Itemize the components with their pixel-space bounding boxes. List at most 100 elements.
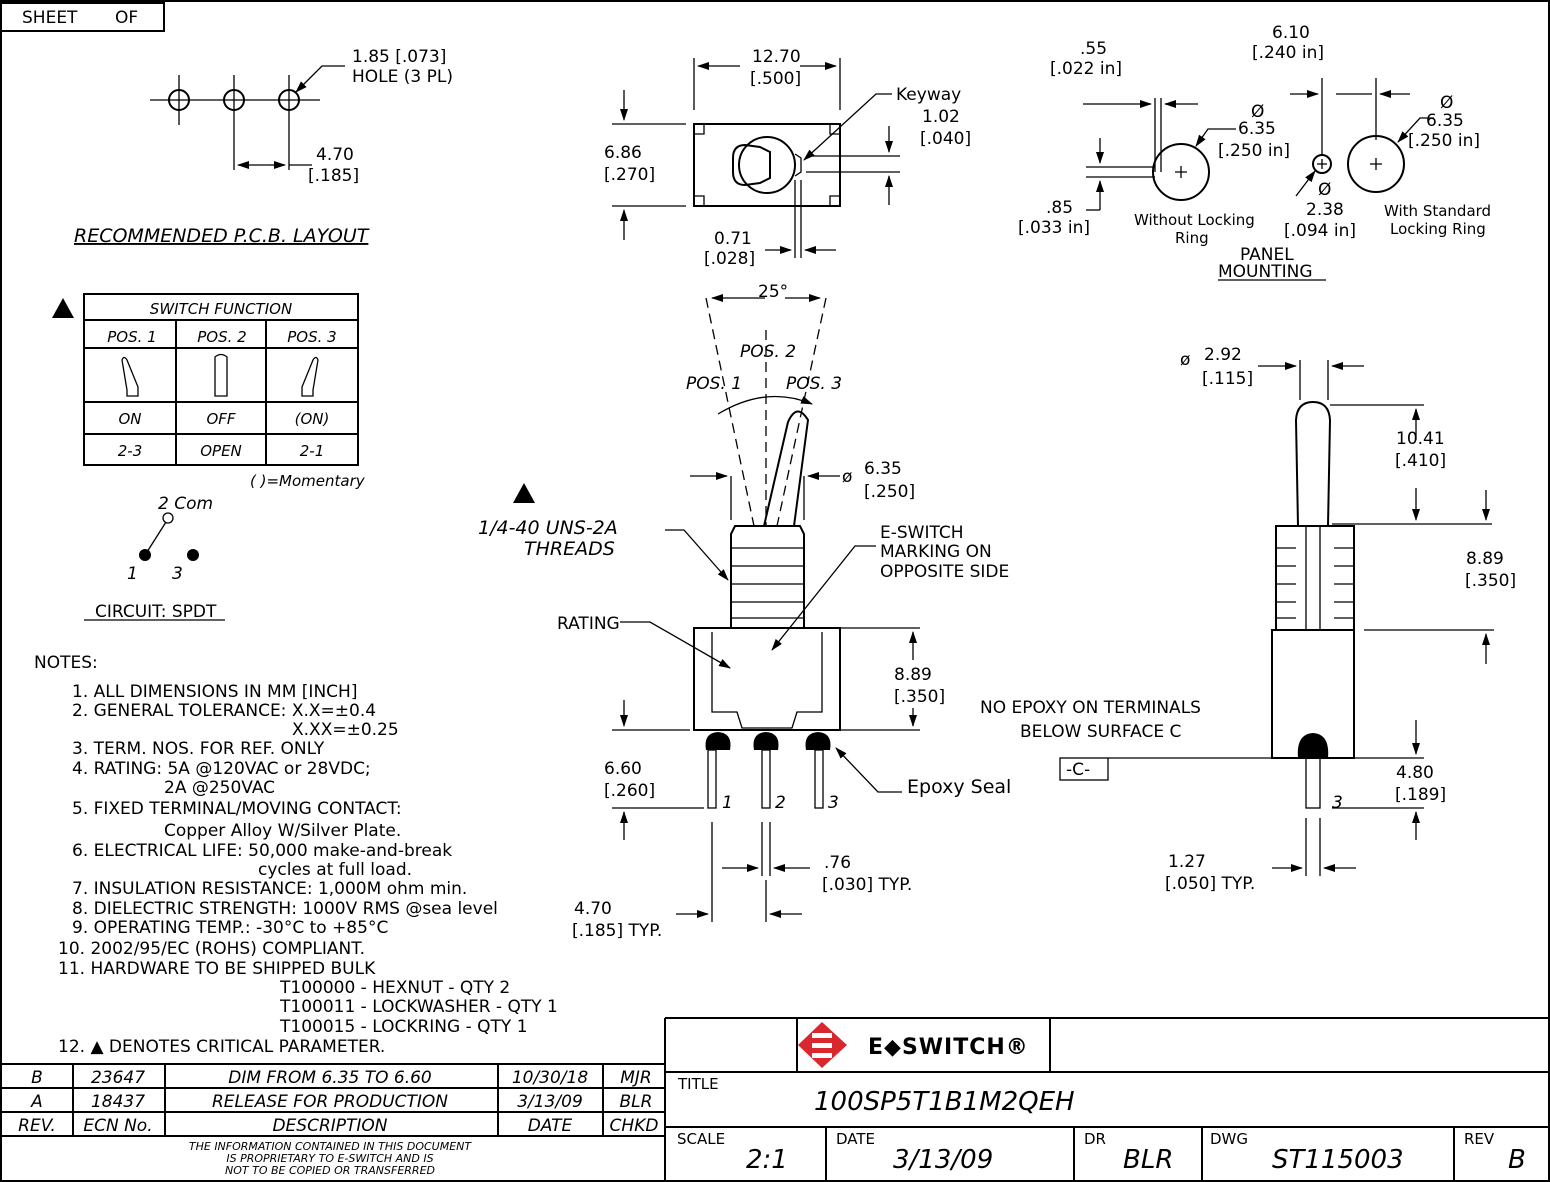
- note-line: 2. GENERAL TOLERANCE: X.X=±0.4: [72, 701, 376, 721]
- circuit-t3: 3: [172, 564, 183, 584]
- chkd-b: MJR: [620, 1068, 652, 1088]
- rev-header: REV.: [18, 1116, 56, 1136]
- panel-d2-in: [.240 in]: [1252, 43, 1324, 63]
- keyway-dim-in: [.040]: [920, 129, 971, 149]
- desc-a: RELEASE FOR PRODUCTION: [212, 1092, 448, 1112]
- scale-value: 2:1: [746, 1145, 788, 1175]
- chkd-a: BLR: [620, 1092, 653, 1112]
- dwg-value: ST115003: [1272, 1145, 1404, 1175]
- part-number: 100SP5T1B1M2QEH: [814, 1087, 1075, 1117]
- side-term-num: 3: [1332, 793, 1343, 813]
- pcb-hole: [168, 89, 190, 111]
- note-line: Copper Alloy W/Silver Plate.: [164, 821, 401, 841]
- critical-triangle-icon: [52, 298, 74, 318]
- sheet-of: OF: [115, 8, 138, 28]
- panel-without-2: Ring: [1175, 229, 1209, 247]
- sheet-label: SHEET: [22, 8, 78, 28]
- pcb-pitch-in: [.185]: [308, 166, 359, 186]
- notes: NOTES: 1. ALL DIMENSIONS IN MM [INCH] 2.…: [34, 653, 558, 1057]
- circuit-diagram: 2 Com 1 3 CIRCUIT: SPDT: [84, 494, 225, 622]
- top-width-in: [.500]: [750, 69, 801, 89]
- marking-1: E-SWITCH: [880, 523, 964, 543]
- critical-triangle-icon: [513, 483, 535, 503]
- pos2-label: POS. 2: [740, 342, 796, 362]
- keyway-label: Keyway: [896, 85, 961, 105]
- pcb-hole: [223, 89, 245, 111]
- rev-a: A: [30, 1092, 43, 1112]
- panel-d2: 6.10: [1272, 23, 1310, 43]
- switch-function-table: SWITCH FUNCTION POS. 1 POS. 2 POS. 3 ON …: [52, 293, 366, 490]
- side-term-len-in: [.189]: [1395, 785, 1446, 805]
- side-bushing-in: [.350]: [1465, 571, 1516, 591]
- sf-footnote: ( )=Momentary: [250, 472, 366, 490]
- hole-note: HOLE (3 PL): [352, 67, 453, 87]
- hole-dim: 1.85 [.073]: [352, 47, 446, 67]
- rev-label: REV: [1464, 1130, 1495, 1148]
- marking-3: OPPOSITE SIDE: [880, 562, 1009, 582]
- top-offset: 0.71: [714, 229, 752, 249]
- sf-state1: ON: [118, 410, 141, 428]
- pcb-layout: 1.85 [.073] HOLE (3 PL) 4.70 [.185] RECO…: [74, 47, 453, 247]
- term-width-in: [.030] TYP.: [822, 875, 912, 895]
- panel-title-1: PANEL: [1240, 245, 1294, 265]
- desc-header: DESCRIPTION: [272, 1116, 387, 1136]
- note-line: 12. ▲ DENOTES CRITICAL PARAMETER.: [58, 1037, 385, 1057]
- date-header: DATE: [528, 1116, 573, 1136]
- note-line: 8. DIELECTRIC STRENGTH: 1000V RMS @sea l…: [72, 899, 498, 919]
- bushing-dia-in: [.250]: [864, 482, 915, 502]
- note-line: 9. OPERATING TEMP.: -30°C to +85°C: [72, 918, 388, 938]
- disclaimer-2: IS PROPRIETARY TO E-SWITCH AND IS: [226, 1152, 433, 1165]
- panel-d1-in: [.022 in]: [1050, 59, 1122, 79]
- pos3-label: POS. 3: [786, 374, 842, 394]
- term-length: 6.60: [604, 759, 642, 779]
- side-term-width: 1.27: [1168, 852, 1206, 872]
- marking-2: MARKING ON: [880, 542, 992, 562]
- threads-label-1: 1/4-40 UNS-2A: [478, 517, 618, 539]
- side-lever-len-in: [.410]: [1395, 451, 1446, 471]
- panel-d3: 6.35: [1238, 119, 1276, 139]
- lever-pos2-icon: [214, 353, 228, 397]
- note-line: T100000 - HEXNUT - QTY 2: [279, 978, 510, 998]
- side-lever-len: 10.41: [1396, 429, 1445, 449]
- panel-d1: .55: [1080, 39, 1107, 59]
- rev-b: B: [31, 1068, 43, 1088]
- panel-d6: 2.38: [1306, 200, 1344, 220]
- term-width: .76: [824, 853, 851, 873]
- panel-d3-sym: Ø: [1251, 102, 1264, 122]
- note-line: 3. TERM. NOS. FOR REF. ONLY: [72, 739, 325, 759]
- side-view: 3 ø 2.92 [.115] 10.41 [.410] 8.89 [.350]…: [980, 345, 1516, 894]
- note-line: T100011 - LOCKWASHER - QTY 1: [279, 997, 558, 1017]
- panel-d4: 6.35: [1426, 111, 1464, 131]
- top-offset-in: [.028]: [704, 249, 755, 269]
- note-line: T100015 - LOCKRING - QTY 1: [279, 1017, 528, 1037]
- side-lever-dia-sym: ø: [1180, 350, 1190, 370]
- date-label: DATE: [836, 1130, 875, 1148]
- no-epoxy-2: BELOW SURFACE C: [1020, 722, 1181, 742]
- lever-pos3-icon: [301, 356, 319, 397]
- ecn-b: 23647: [91, 1068, 145, 1088]
- body-height: 8.89: [894, 665, 932, 685]
- side-lever-dia: 2.92: [1204, 345, 1242, 365]
- note-line: 7. INSULATION RESISTANCE: 1,000M ohm min…: [72, 879, 467, 899]
- sf-pos3: POS. 3: [287, 328, 336, 346]
- note-line: 6. ELECTRICAL LIFE: 50,000 make-and-brea…: [72, 841, 452, 861]
- no-epoxy-1: NO EPOXY ON TERMINALS: [980, 698, 1201, 718]
- e-switch-logo-icon: [798, 1022, 847, 1068]
- rating-label: RATING: [557, 614, 620, 634]
- front-view: 25° POS. 2 POS. 1 POS. 3 ø 6.35 [.250] 1…: [478, 282, 1011, 941]
- term-pitch-in: [.185] TYP.: [572, 921, 662, 941]
- circuit-t1: 1: [127, 564, 138, 584]
- note-line: 10. 2002/95/EC (ROHS) COMPLIANT.: [58, 939, 365, 959]
- panel-d6-in: [.094 in]: [1284, 221, 1356, 241]
- top-view: 12.70 [.500] 6.86 [.270] Keyway 1.02 [.0…: [604, 47, 971, 269]
- revision-table: B 23647 DIM FROM 6.35 TO 6.60 10/30/18 M…: [1, 1063, 665, 1177]
- panel-mounting: .55 [.022 in] .85 [.033 in] Ø 6.35 [.250…: [1018, 23, 1491, 282]
- sf-conn1: 2-3: [118, 442, 143, 460]
- date-b: 10/30/18: [512, 1068, 589, 1088]
- panel-d6-sym: Ø: [1318, 180, 1331, 200]
- panel-with-1: With Standard: [1384, 202, 1491, 220]
- top-height: 6.86: [604, 143, 642, 163]
- datum-c-box: [1059, 757, 1109, 781]
- note-line: 2A @250VAC: [164, 778, 275, 798]
